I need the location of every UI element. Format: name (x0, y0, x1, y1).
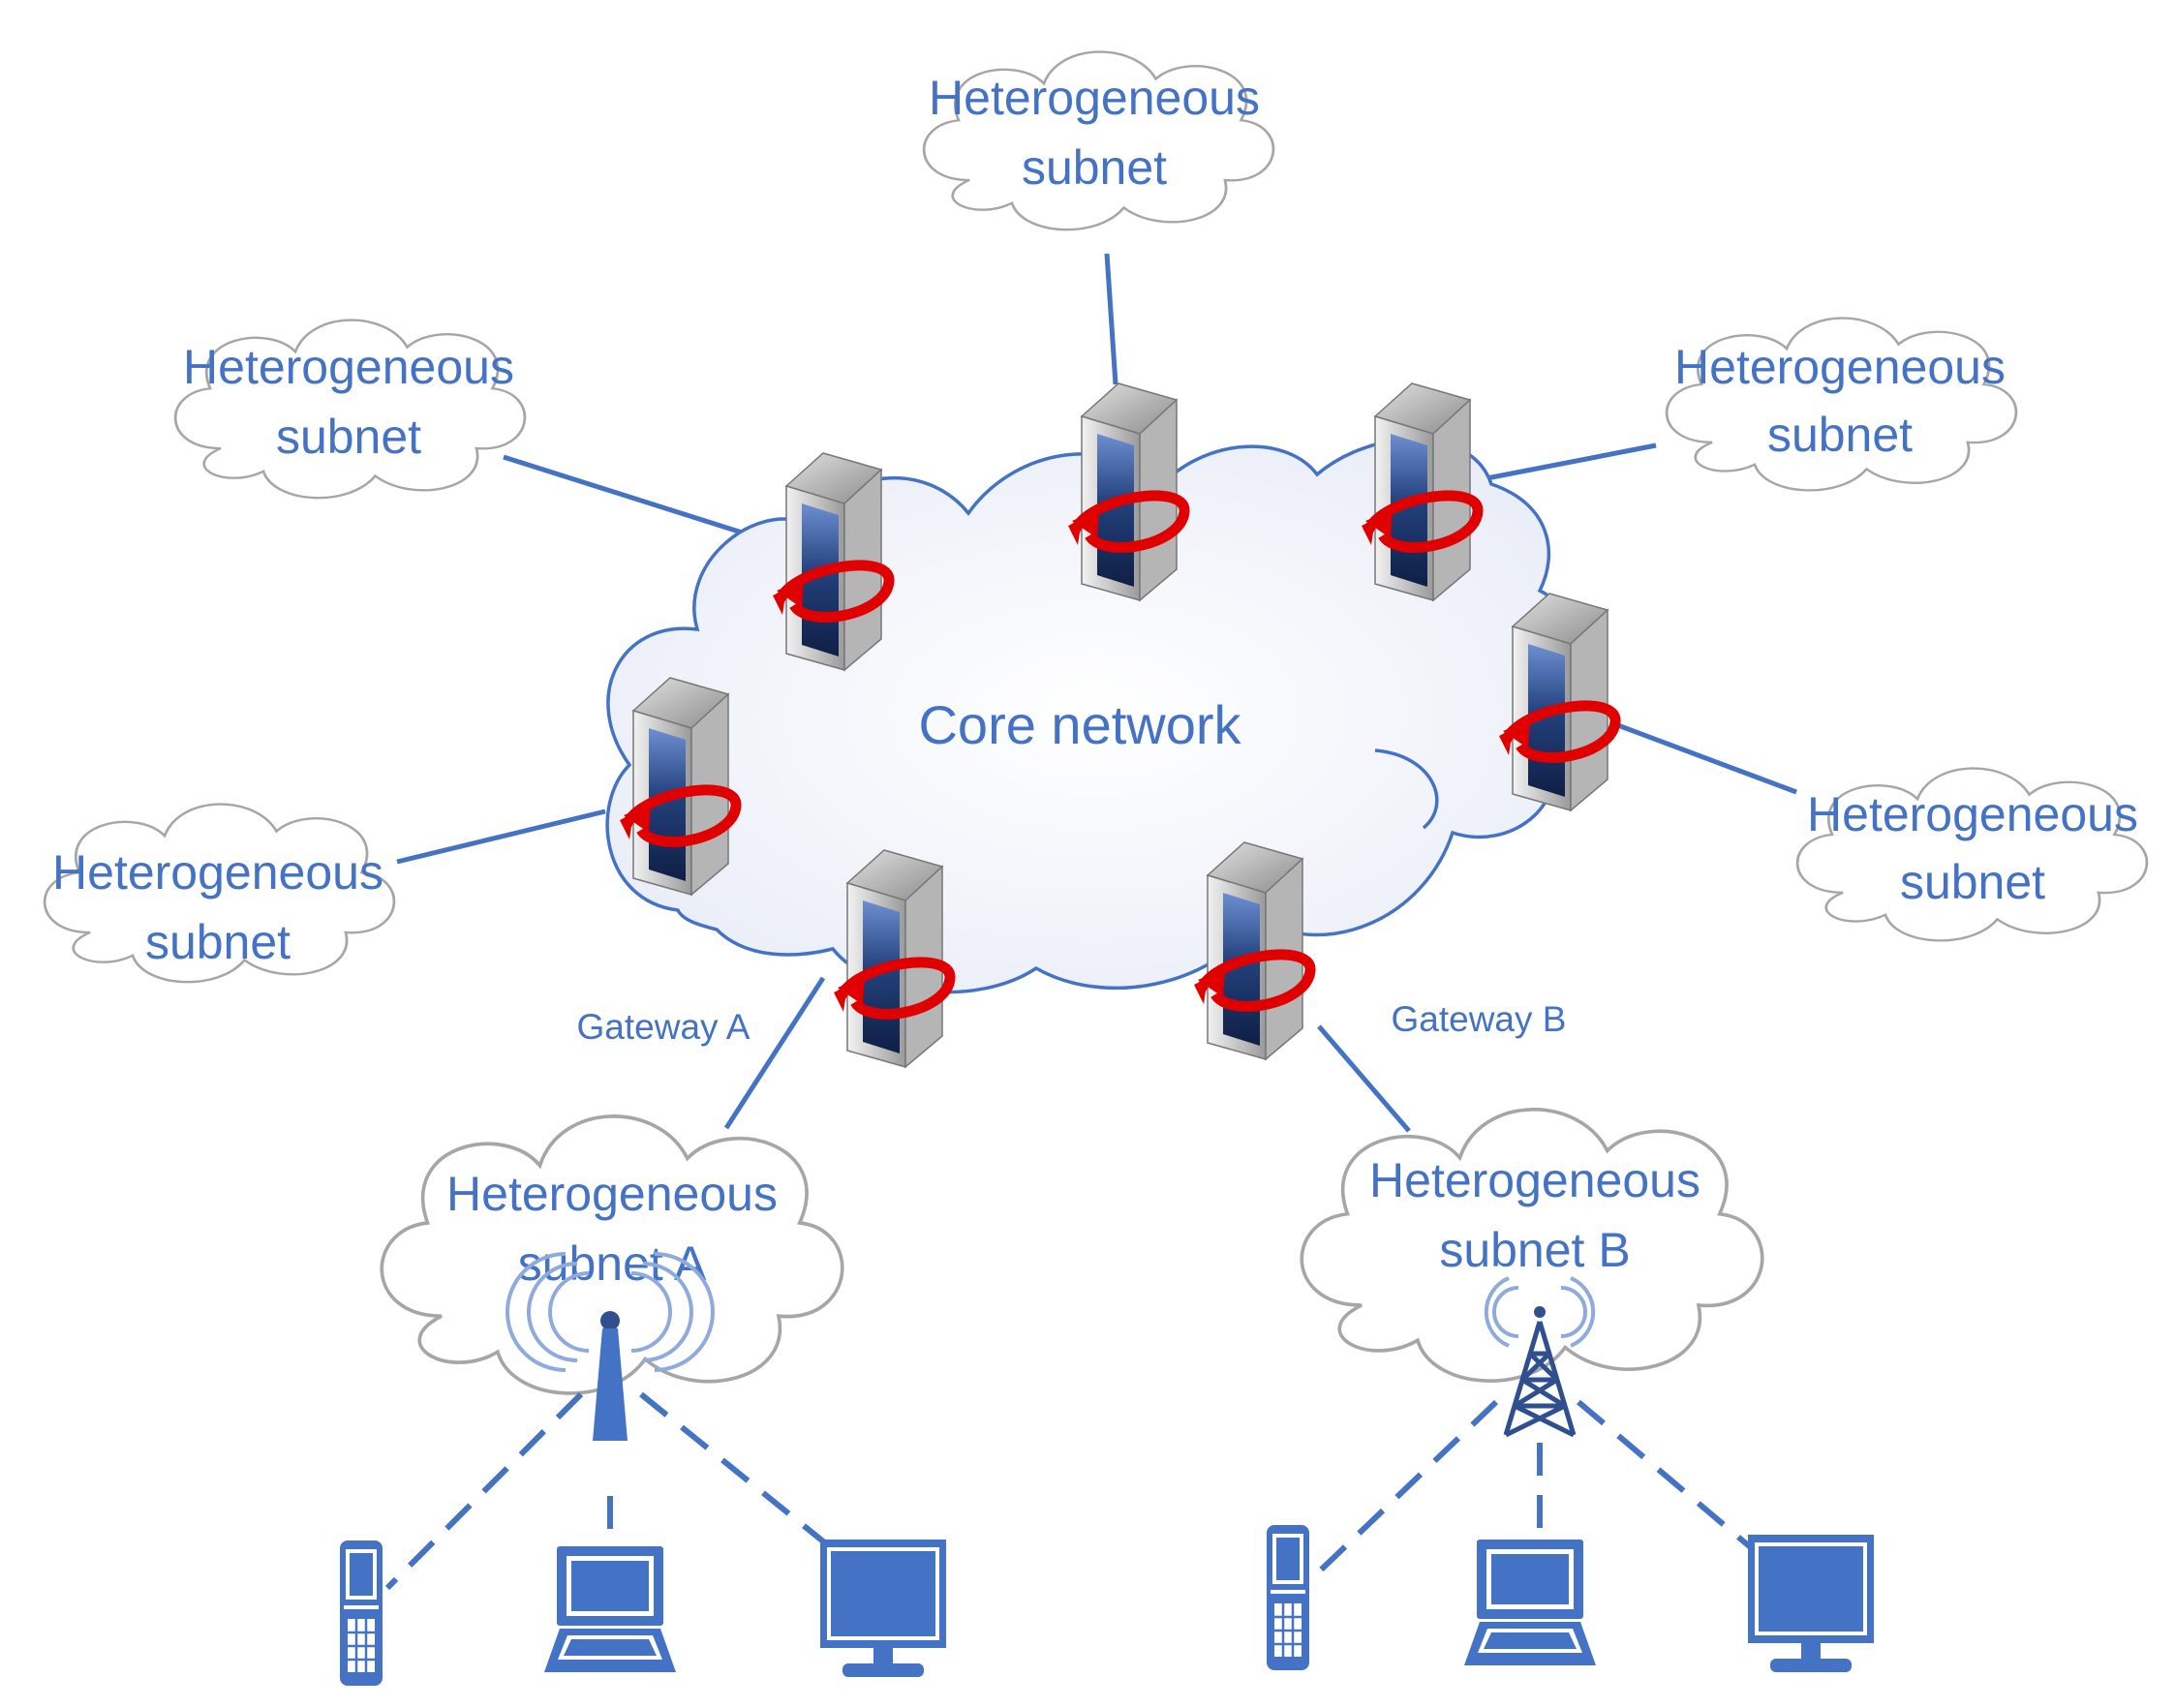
subnet-upper-right-line1: Heterogeneous (1674, 340, 2006, 394)
link-gateway-a (723, 976, 826, 1130)
server-router-icon (1068, 383, 1184, 600)
desktop-monitor-icon (1748, 1535, 1874, 1672)
subnet-upper-left-line2: subnet (276, 410, 421, 464)
server-router-icon (1499, 594, 1615, 810)
subnet-left-line2: subnet (145, 915, 291, 969)
server-router-icon-gateway-a (834, 850, 950, 1067)
link-upper-left (503, 454, 758, 540)
subnet-top-line2: subnet (1022, 140, 1167, 195)
gateway-a-label: Gateway A (577, 1007, 751, 1047)
server-router-icon (620, 678, 736, 895)
core-network-label: Core network (918, 694, 1241, 755)
laptop-icon (544, 1546, 676, 1672)
subnet-a-line1: Heterogeneous (446, 1167, 778, 1221)
desktop-monitor-icon (820, 1540, 946, 1677)
link-top (1104, 253, 1118, 385)
subnet-upper-left-line1: Heterogeneous (183, 340, 514, 394)
link-upper-right (1481, 442, 1657, 482)
subnet-a-line2: subnet A (518, 1236, 707, 1291)
server-router-icon (773, 453, 889, 670)
subnet-b-line2: subnet B (1439, 1223, 1630, 1277)
subnet-right-line1: Heterogeneous (1807, 787, 2138, 841)
network-links (396, 253, 1797, 1133)
subnet-right-line2: subnet (1900, 855, 2045, 909)
mobile-phone-icon (1265, 1523, 1311, 1672)
gateway-b-label: Gateway B (1392, 999, 1567, 1039)
link-left (396, 808, 606, 865)
link-right (1614, 721, 1797, 795)
server-router-icon (1362, 383, 1478, 600)
cell-tower-icon (1484, 1276, 1596, 1438)
laptop-icon (1464, 1540, 1596, 1665)
wireless-links (384, 1391, 1755, 1591)
link-gateway-b (1317, 1024, 1411, 1133)
mobile-phone-icon (338, 1539, 384, 1688)
subnet-upper-right-line2: subnet (1767, 408, 1913, 462)
wireless-antenna-icon (505, 1252, 715, 1441)
server-router-icon-gateway-b (1194, 842, 1310, 1059)
subnet-left-line1: Heterogeneous (52, 845, 383, 900)
subnet-b-line1: Heterogeneous (1369, 1153, 1700, 1207)
subnet-top-line1: Heterogeneous (929, 71, 1260, 125)
